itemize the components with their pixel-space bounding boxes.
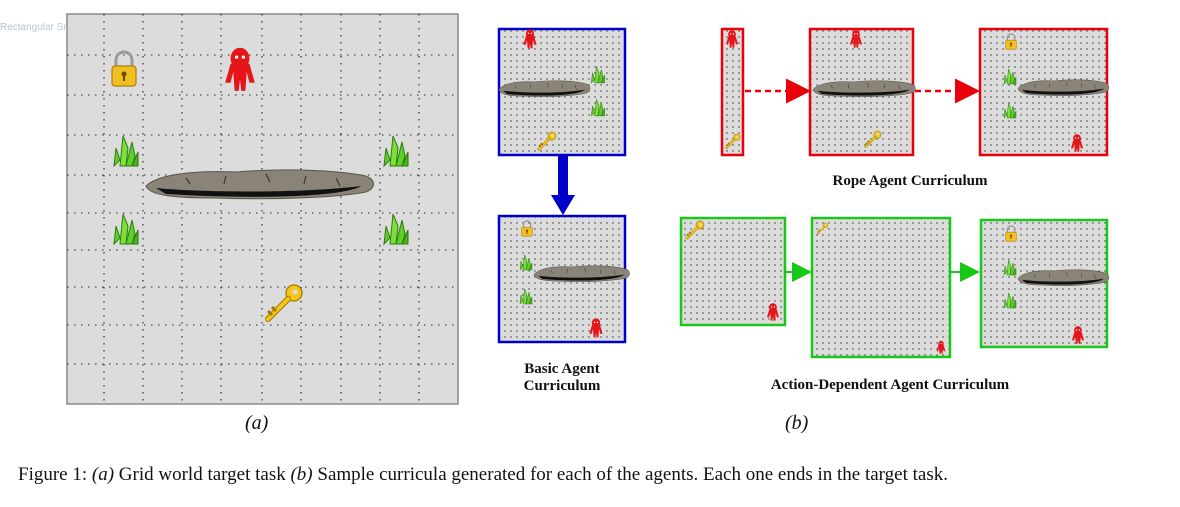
caption-prefix: Figure 1: — [18, 464, 92, 485]
rope-curriculum-task-3 — [978, 27, 1110, 157]
caption-a-text: Grid world target task — [114, 464, 291, 485]
basic-curriculum-task-1 — [497, 27, 627, 157]
rope-curriculum-task-2 — [808, 27, 916, 157]
basic-curriculum-task-2 — [497, 214, 630, 344]
action-dependent-task-1 — [679, 216, 787, 327]
basic-curriculum-arrow — [551, 155, 575, 215]
rectangular-snip-label: Rectangular Snip — [0, 22, 77, 33]
basic-curriculum-title-line1: Basic Agent — [524, 361, 600, 377]
panel-b-label: (b) — [785, 412, 809, 434]
action-dependent-task-3 — [979, 218, 1110, 349]
basic-curriculum-title-line2: Curriculum — [523, 378, 601, 394]
figure-caption: Figure 1: (a) Grid world target task (b)… — [18, 464, 948, 486]
pit-icon — [145, 169, 375, 200]
panel-a-label: (a) — [245, 412, 269, 434]
caption-b-text: Sample curricula generated for each of t… — [312, 464, 948, 485]
action-dependent-curriculum-title: Action-Dependent Agent Curriculum — [770, 377, 1010, 393]
target-task-grid — [66, 13, 459, 405]
rope-curriculum-title: Rope Agent Curriculum — [832, 173, 988, 189]
rope-curriculum-task-1 — [720, 27, 745, 157]
basic-curriculum-title: Basic Agent Curriculum — [492, 361, 632, 395]
action-dependent-task-2 — [810, 216, 952, 359]
caption-a-ref: (a) — [91, 464, 115, 485]
caption-b-ref: (b) — [290, 464, 313, 485]
